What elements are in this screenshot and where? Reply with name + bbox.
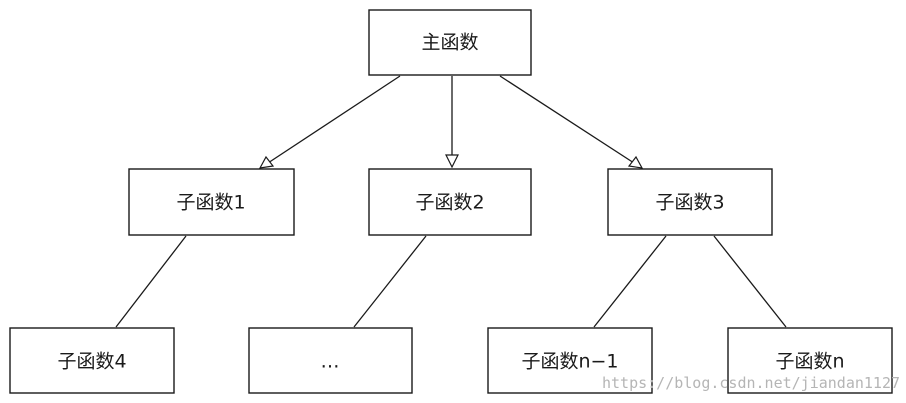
node-subn-minus-1-label: 子函数n−1 — [521, 351, 618, 373]
node-sub2-box — [368, 168, 532, 236]
node-sub2: 子函数2 — [368, 168, 532, 236]
arrow-heads — [258, 154, 644, 169]
node-sub3-label: 子函数3 — [655, 192, 724, 214]
arrow-head-sub1 — [258, 155, 275, 169]
node-sub2-label: 子函数2 — [415, 192, 484, 214]
node-ellipsis-box — [248, 327, 413, 394]
watermark-text: https://blog.csdn.net/jiandan1127 — [602, 374, 900, 392]
node-sub3: 子函数3 — [607, 168, 773, 236]
edge-sub1-sub4 — [115, 235, 187, 328]
node-main-box — [368, 9, 532, 76]
node-subn-minus-1: 子函数n−1 — [487, 327, 653, 394]
node-sub4-box — [9, 327, 175, 394]
edges — [115, 75, 787, 328]
node-sub3-box — [607, 168, 773, 236]
arrow-head-sub2 — [445, 154, 459, 169]
node-subn: 子函数n — [727, 327, 893, 394]
node-main-label: 主函数 — [421, 32, 478, 54]
node-sub4-label: 子函数4 — [57, 351, 126, 373]
node-ellipsis-label: … — [321, 351, 340, 373]
arrow-head-sub3 — [627, 155, 644, 169]
edge-sub3-subn — [713, 235, 787, 328]
node-main: 主函数 — [368, 9, 532, 76]
node-ellipsis: … — [248, 327, 413, 394]
node-sub1: 子函数1 — [128, 168, 295, 236]
node-subn-label: 子函数n — [775, 351, 844, 373]
edge-main-sub3 — [499, 75, 635, 164]
edge-main-sub1 — [267, 75, 401, 164]
node-subn-minus-1-box — [487, 327, 653, 394]
node-sub1-label: 子函数1 — [176, 192, 245, 214]
node-sub1-box — [128, 168, 295, 236]
node-sub4: 子函数4 — [9, 327, 175, 394]
edge-sub2-ellipsis — [353, 235, 427, 328]
edge-sub3-subn-minus-1 — [593, 235, 667, 328]
node-subn-box — [727, 327, 893, 394]
